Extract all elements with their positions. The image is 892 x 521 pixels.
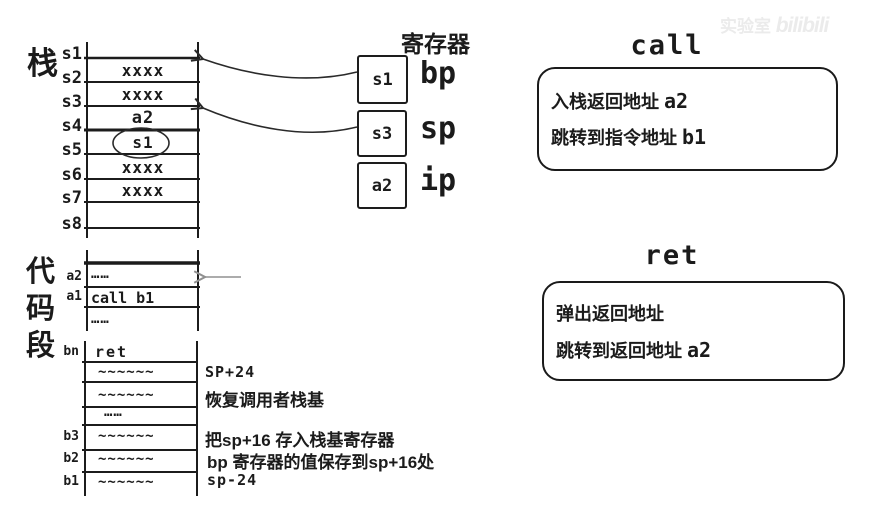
call-box-line-1: 入栈返回地址 a2	[551, 88, 688, 114]
call-title: call	[630, 30, 704, 61]
ret-box	[542, 281, 845, 381]
watermark-text: 实验室	[720, 17, 771, 36]
watermark: 实验室 bilibili	[720, 12, 830, 38]
sp-value: s3	[371, 123, 393, 144]
stack-row-label-s7: s7	[61, 188, 82, 208]
stack-row-label-s3: s3	[61, 92, 82, 112]
note-restore-caller-base: 恢复调用者栈基	[205, 391, 324, 410]
code-row-content: ~~~~~~	[98, 451, 155, 467]
stack-cell: a2	[131, 108, 155, 128]
code-row-ret: ret	[95, 343, 129, 361]
register-name-bp: bp	[420, 56, 457, 91]
register-name-sp: sp	[420, 111, 457, 146]
stack-grid	[84, 42, 200, 238]
sp-to-stack-arrow	[190, 97, 358, 133]
code-upper-grid	[84, 250, 200, 331]
code-addr-b1: b1	[63, 474, 79, 489]
code-addr-bn: bn	[63, 344, 79, 359]
stack-row-label-s8: s8	[61, 214, 82, 234]
ret-line1-text: 弹出返回地址	[556, 304, 664, 324]
ret-line2-text: 跳转到返回地址	[556, 341, 682, 361]
stack-cell-circled: s1	[132, 133, 154, 152]
note-sp-plus-24: SP+24	[205, 363, 256, 381]
ret-line2-code: a2	[687, 338, 712, 362]
note-sp-minus-24: sp-24	[207, 471, 258, 489]
stack-cell: xxxx	[121, 181, 165, 200]
stack-cell: xxxx	[121, 158, 165, 177]
code-addr-b3: b3	[63, 429, 79, 444]
code-lower-grid	[82, 341, 198, 496]
stack-cell: xxxx	[121, 61, 165, 80]
ret-box-line-2: 跳转到返回地址 a2	[556, 337, 711, 363]
stack-row-label-s2: s2	[61, 68, 82, 88]
call-line1-code: a2	[664, 89, 689, 113]
call-line2-code: b1	[682, 125, 707, 149]
stack-row-label-s1: s1	[61, 44, 82, 64]
code-addr-b2: b2	[63, 451, 79, 466]
bilibili-logo: bilibili	[775, 14, 830, 37]
code-row-content: ~~~~~~	[98, 387, 155, 403]
register-box-bp: s1	[357, 55, 408, 104]
ip-value: a2	[371, 175, 393, 196]
code-row-content: ~~~~~~	[98, 474, 155, 490]
code-row-content: ……	[91, 266, 110, 282]
code-row-content: ……	[104, 404, 123, 420]
code-row-content: ……	[91, 311, 110, 327]
stack-cell: xxxx	[121, 85, 165, 104]
register-box-ip: a2	[357, 162, 407, 209]
code-row-call-b1: call b1	[91, 289, 155, 307]
stack-label: 栈	[27, 46, 58, 81]
code-segment-label: 代码段	[26, 256, 56, 362]
circle-highlight-s1	[112, 127, 170, 159]
bp-value: s1	[372, 69, 393, 90]
register-box-sp: s3	[357, 110, 407, 157]
stack-row-label-s6: s6	[61, 165, 82, 185]
call-line1-text: 入栈返回地址	[551, 92, 659, 112]
stack-row-label-s5: s5	[61, 140, 82, 160]
stack-row-label-s4: s4	[61, 116, 82, 136]
code-row-content: ~~~~~~	[98, 428, 155, 444]
code-row-content: ~~~~~~	[98, 364, 155, 380]
register-name-ip: ip	[420, 163, 457, 198]
bp-to-stack-arrow	[190, 49, 358, 79]
call-line2-text: 跳转到指令地址	[551, 128, 677, 148]
call-box	[537, 67, 838, 171]
registers-title: 寄存器	[401, 31, 470, 57]
note-save-bp-to-sp16: bp 寄存器的值保存到sp+16处	[207, 453, 435, 472]
code-addr-a2: a2	[66, 269, 82, 284]
ret-box-line-1: 弹出返回地址	[556, 300, 664, 326]
code-addr-a1: a1	[66, 289, 82, 304]
note-store-sp16-to-base: 把sp+16 存入栈基寄存器	[205, 431, 395, 450]
ret-title: ret	[644, 240, 700, 271]
call-box-line-2: 跳转到指令地址 b1	[551, 124, 706, 150]
